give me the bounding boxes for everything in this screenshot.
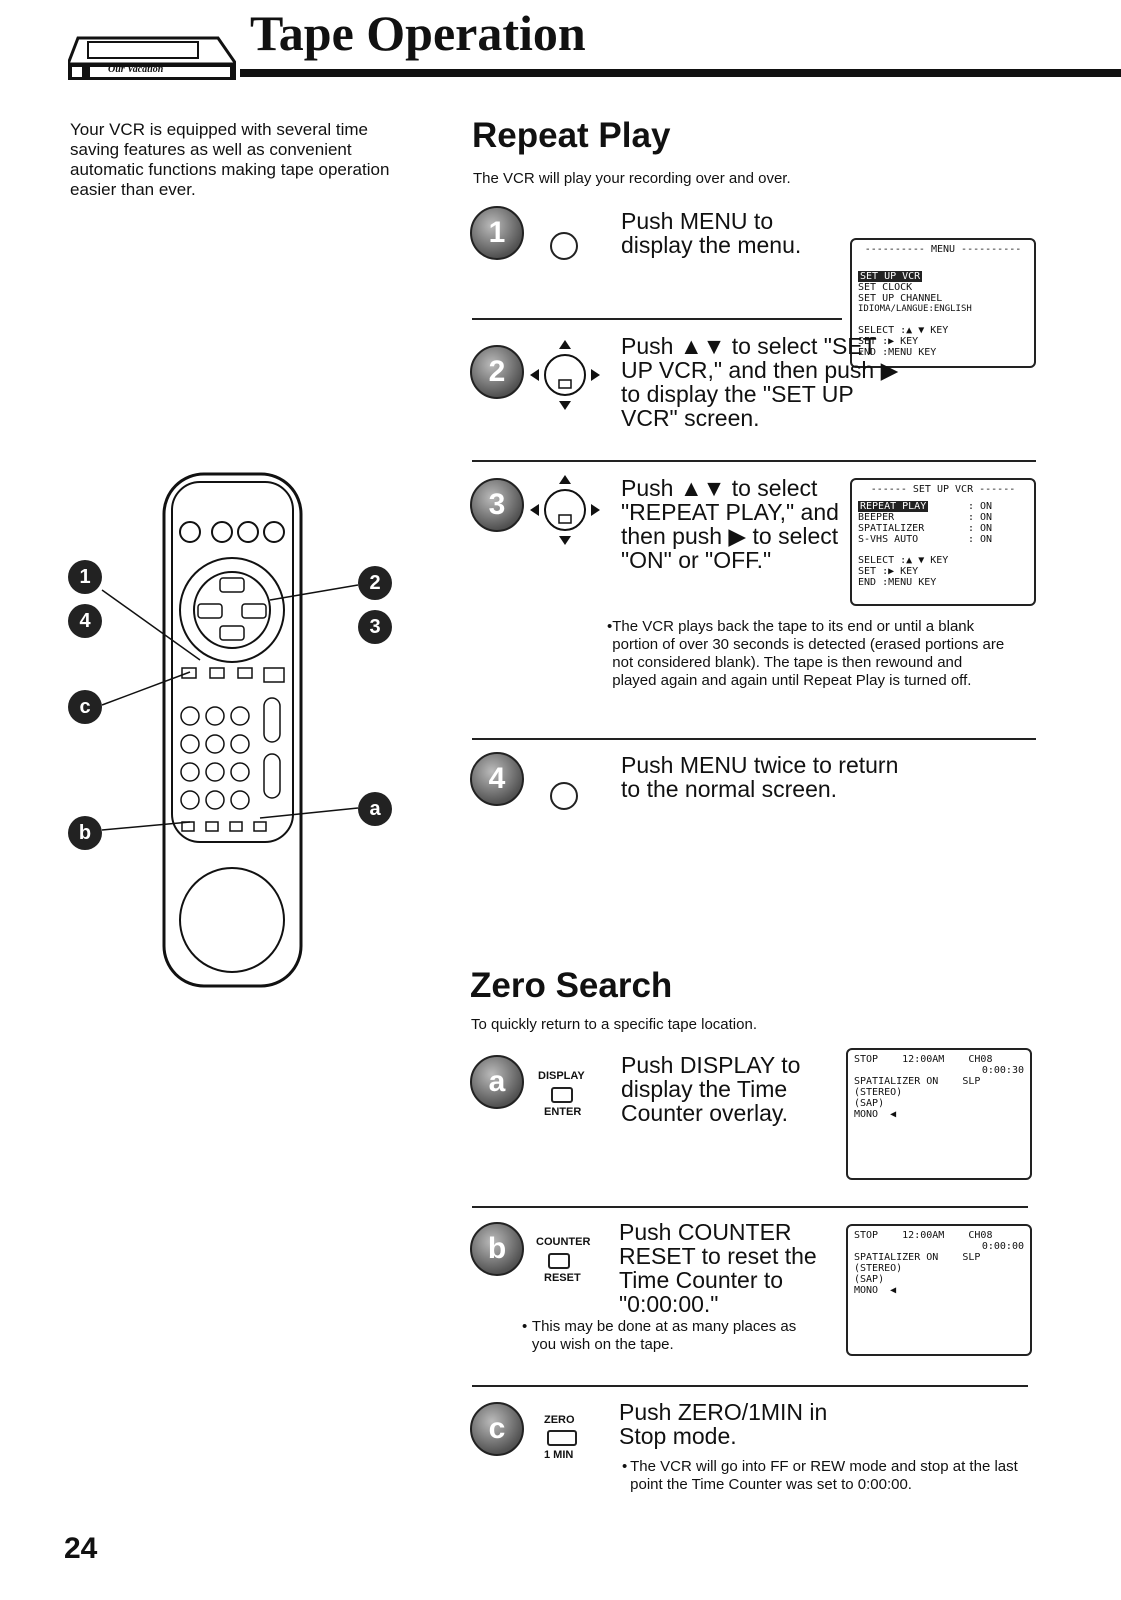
callout-step-c: c xyxy=(68,690,102,724)
menu-key-select: SELECT :▲ ▼ KEY xyxy=(858,325,949,336)
step-c-badge: c xyxy=(470,1402,524,1456)
setup-value: : ON xyxy=(968,534,993,545)
menu-item-setup-vcr: SET UP VCR xyxy=(858,271,923,282)
menu-key-end: END :MENU KEY xyxy=(858,347,937,358)
step-b-badge: b xyxy=(470,1222,524,1276)
divider-1 xyxy=(472,318,842,320)
bullet-icon: • xyxy=(522,1318,528,1335)
setup-value: : ON xyxy=(968,512,993,523)
repeat-play-title: Repeat Play xyxy=(472,116,671,155)
menu-screen-header: ---------- MENU ---------- xyxy=(864,244,1022,255)
dpad-icon xyxy=(530,340,600,410)
repeat-play-subtitle: The VCR will play your recording over an… xyxy=(473,170,791,187)
menu-item-setup-channel: SET UP CHANNEL xyxy=(858,293,943,304)
screen-status-line: STOP 12:00AM CH08 xyxy=(854,1054,993,1065)
step-a-badge: a xyxy=(470,1055,524,1109)
callout-step-2: 2 xyxy=(358,566,392,600)
callout-step-b: b xyxy=(68,816,102,850)
screen-stereo: (STEREO) xyxy=(854,1087,903,1098)
callout-step-1: 1 xyxy=(68,560,102,594)
callout-step-4: 4 xyxy=(68,604,102,638)
setup-value: : ON xyxy=(968,523,993,534)
zero-1min-button-icon xyxy=(547,1430,577,1446)
menu-key-set: SET :▶ KEY xyxy=(858,336,919,347)
divider-3 xyxy=(472,738,1036,740)
menu-item-set-clock: SET CLOCK xyxy=(858,282,913,293)
menu-item-language: IDIOMA/LANGUE:ENGLISH xyxy=(858,304,972,314)
page-title: Tape Operation xyxy=(250,5,586,61)
step-1-badge: 1 xyxy=(470,206,524,260)
step-a-text: Push DISPLAY to display the Time Counter… xyxy=(621,1052,801,1126)
time-counter-screen-b: STOP 12:00AM CH08 0:00:00 SPATIALIZER ON… xyxy=(846,1224,1032,1356)
display-button-label: DISPLAY xyxy=(538,1070,585,1082)
divider-2 xyxy=(472,460,1036,462)
step-c-note: • The VCR will go into FF or REW mode an… xyxy=(622,1458,1022,1494)
step-b-text: Push COUNTER RESET to reset the Time Cou… xyxy=(619,1219,817,1317)
menu-screen: ---------- MENU ---------- SET UP VCR SE… xyxy=(850,238,1036,368)
repeat-play-note-text: The VCR plays back the tape to its end o… xyxy=(612,618,1005,689)
step-1-text: Push MENU to display the menu. xyxy=(621,208,802,258)
screen-spatializer-line: SPATIALIZER ON SLP xyxy=(854,1252,981,1263)
step-3-text: Push ▲▼ to select "REPEAT PLAY," and the… xyxy=(621,475,839,573)
zero-button-label: ZERO xyxy=(544,1414,575,1426)
setup-item-repeat-play: REPEAT PLAY xyxy=(858,501,929,512)
step-4-text: Push MENU twice to return to the normal … xyxy=(621,752,899,802)
setup-screen-header: ------ SET UP VCR ------ xyxy=(870,484,1016,495)
setup-item-spatializer: SPATIALIZER xyxy=(858,523,925,534)
step-2-text: Push ▲▼ to select "SET UP VCR," and then… xyxy=(621,333,899,431)
setup-key-set: SET :▶ KEY xyxy=(858,566,919,577)
zero-search-title: Zero Search xyxy=(470,966,673,1005)
step-c-note-text: The VCR will go into FF or REW mode and … xyxy=(630,1458,1018,1493)
repeat-play-note: • The VCR plays back the tape to its end… xyxy=(607,618,1007,690)
step-b-note-text: This may be done at as many places as yo… xyxy=(531,1318,797,1353)
intro-text: Your VCR is equipped with several time s… xyxy=(70,120,390,199)
enter-button-label: ENTER xyxy=(544,1106,582,1118)
step-b-note: • This may be done at as many places as … xyxy=(522,1318,822,1354)
bullet-icon: • xyxy=(607,618,613,635)
dpad-icon xyxy=(530,475,600,545)
menu-button-icon xyxy=(550,232,578,260)
cassette-logo: Our Vacation xyxy=(65,20,239,82)
step-c-text: Push ZERO/1MIN in Stop mode. xyxy=(619,1399,828,1449)
divider-5 xyxy=(472,1385,1028,1387)
screen-sap: (SAP) xyxy=(854,1274,885,1285)
setup-vcr-screen: ------ SET UP VCR ------ REPEAT PLAY BEE… xyxy=(850,478,1036,606)
step-3-badge: 3 xyxy=(470,478,524,532)
setup-key-end: END :MENU KEY xyxy=(858,577,937,588)
reset-button-label: RESET xyxy=(544,1272,581,1284)
bullet-icon: • xyxy=(622,1458,628,1475)
menu-button-icon xyxy=(550,782,578,810)
screen-mono: MONO ◀ xyxy=(854,1285,897,1296)
screen-sap: (SAP) xyxy=(854,1098,885,1109)
zero-search-subtitle: To quickly return to a specific tape loc… xyxy=(471,1016,757,1033)
callout-step-a: a xyxy=(358,792,392,826)
1min-button-label: 1 MIN xyxy=(544,1449,574,1461)
divider-4 xyxy=(472,1206,1028,1208)
setup-key-select: SELECT :▲ ▼ KEY xyxy=(858,555,949,566)
step-4-badge: 4 xyxy=(470,752,524,806)
counter-button-label: COUNTER xyxy=(536,1236,591,1248)
setup-item-beeper: BEEPER xyxy=(858,512,895,523)
setup-item-svhs-auto: S-VHS AUTO xyxy=(858,534,919,545)
display-button-icon xyxy=(551,1087,573,1103)
screen-mono: MONO ◀ xyxy=(854,1109,897,1120)
header-rule xyxy=(240,69,1121,77)
setup-value: : ON xyxy=(968,501,993,512)
step-2-badge: 2 xyxy=(470,345,524,399)
screen-status-line: STOP 12:00AM CH08 xyxy=(854,1230,993,1241)
screen-counter: 0:00:30 xyxy=(981,1065,1024,1076)
callout-step-3: 3 xyxy=(358,610,392,644)
logo-text: Our Vacation xyxy=(108,64,164,75)
counter-reset-button-icon xyxy=(548,1253,570,1269)
page-number: 24 xyxy=(64,1532,98,1565)
screen-stereo: (STEREO) xyxy=(854,1263,903,1274)
screen-spatializer-line: SPATIALIZER ON SLP xyxy=(854,1076,981,1087)
remote-control-illustration xyxy=(160,470,305,990)
time-counter-screen-a: STOP 12:00AM CH08 0:00:30 SPATIALIZER ON… xyxy=(846,1048,1032,1180)
screen-counter: 0:00:00 xyxy=(981,1241,1024,1252)
